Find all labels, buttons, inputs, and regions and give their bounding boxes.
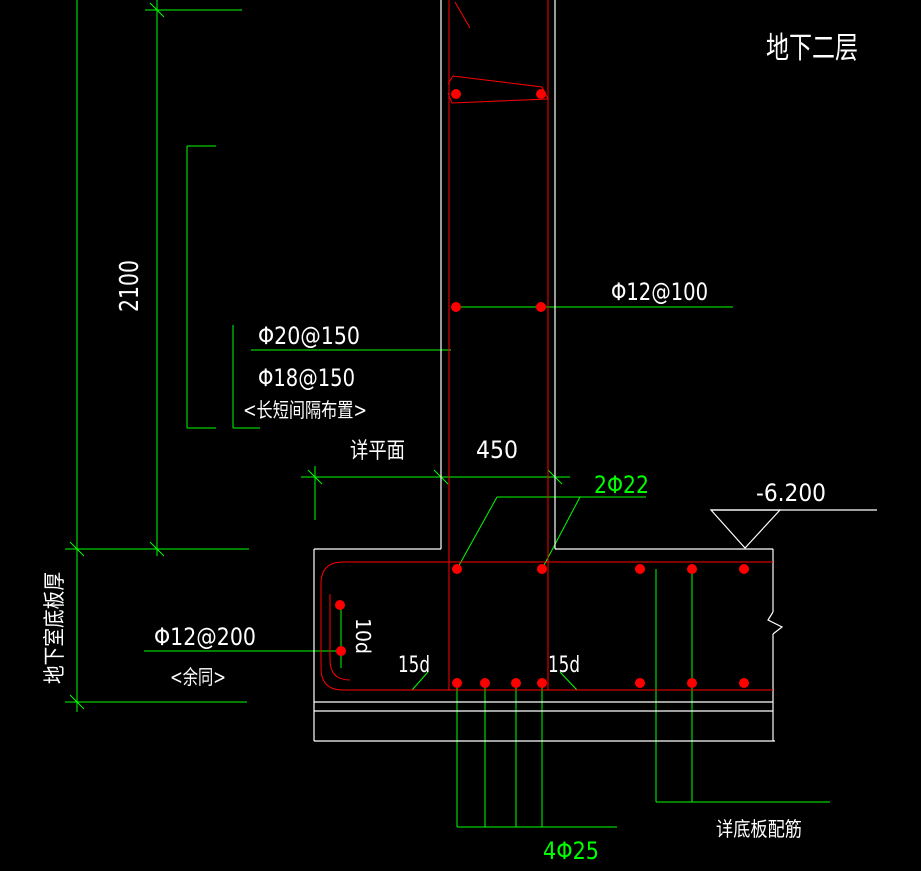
rebar-dot — [739, 678, 749, 688]
rebar-dot — [336, 646, 346, 656]
note-horizontal-bars: Φ12@100 — [611, 278, 708, 306]
note-bottom-bars: 4Φ25 — [543, 837, 599, 865]
rebar-dot — [451, 302, 461, 312]
dimension-lines — [65, 0, 830, 828]
dimension-15d-right: 15d — [548, 653, 580, 678]
rebar-dot — [687, 678, 697, 688]
note-vertical-bars-1: Φ20@150 — [258, 322, 360, 350]
dimension-width: 450 — [476, 436, 518, 464]
elevation-value: -6.200 — [756, 479, 826, 507]
note-see-plan: 详平面 — [350, 439, 405, 464]
dimension-15d-left: 15d — [398, 653, 430, 678]
rebar-dot — [452, 678, 462, 688]
note-top-bars: 2Φ22 — [594, 471, 649, 499]
rebar-dot — [635, 564, 645, 574]
rebar-dot — [739, 564, 749, 574]
rebar-dot — [536, 302, 546, 312]
rebar-dot — [635, 678, 645, 688]
note-vertical-bars-3: <长短间隔布置> — [243, 398, 367, 422]
rebar-dot — [335, 600, 345, 610]
note-see-slab: 详底板配筋 — [716, 817, 802, 841]
rebar-dot — [511, 678, 521, 688]
rebar-dot — [451, 89, 461, 99]
note-slab-thickness: 地下室底板厚 — [43, 572, 68, 684]
rebar-lines — [320, 0, 773, 691]
level-title: 地下二层 — [766, 31, 858, 66]
note-vertical-bars-2: Φ18@150 — [258, 364, 355, 392]
rebar-dot — [537, 678, 547, 688]
dimension-height: 2100 — [115, 260, 145, 312]
note-slab-bars-2: <余同> — [170, 665, 226, 689]
white-labels: 地下二层 2100 Φ20@150 Φ18@150 <长短间隔布置> 详平面 4… — [43, 31, 858, 841]
dimension-10d: 10d — [351, 618, 375, 654]
note-slab-bars-1: Φ12@200 — [154, 623, 256, 651]
concrete-outline — [313, 0, 877, 742]
green-labels: 2Φ22 4Φ25 — [543, 471, 649, 865]
rebar-dot — [536, 89, 546, 99]
rebar-dot — [452, 564, 462, 574]
rebar-dot — [687, 564, 697, 574]
rebar-dots — [335, 89, 749, 688]
rebar-dot — [480, 678, 490, 688]
rebar-dot — [537, 564, 547, 574]
